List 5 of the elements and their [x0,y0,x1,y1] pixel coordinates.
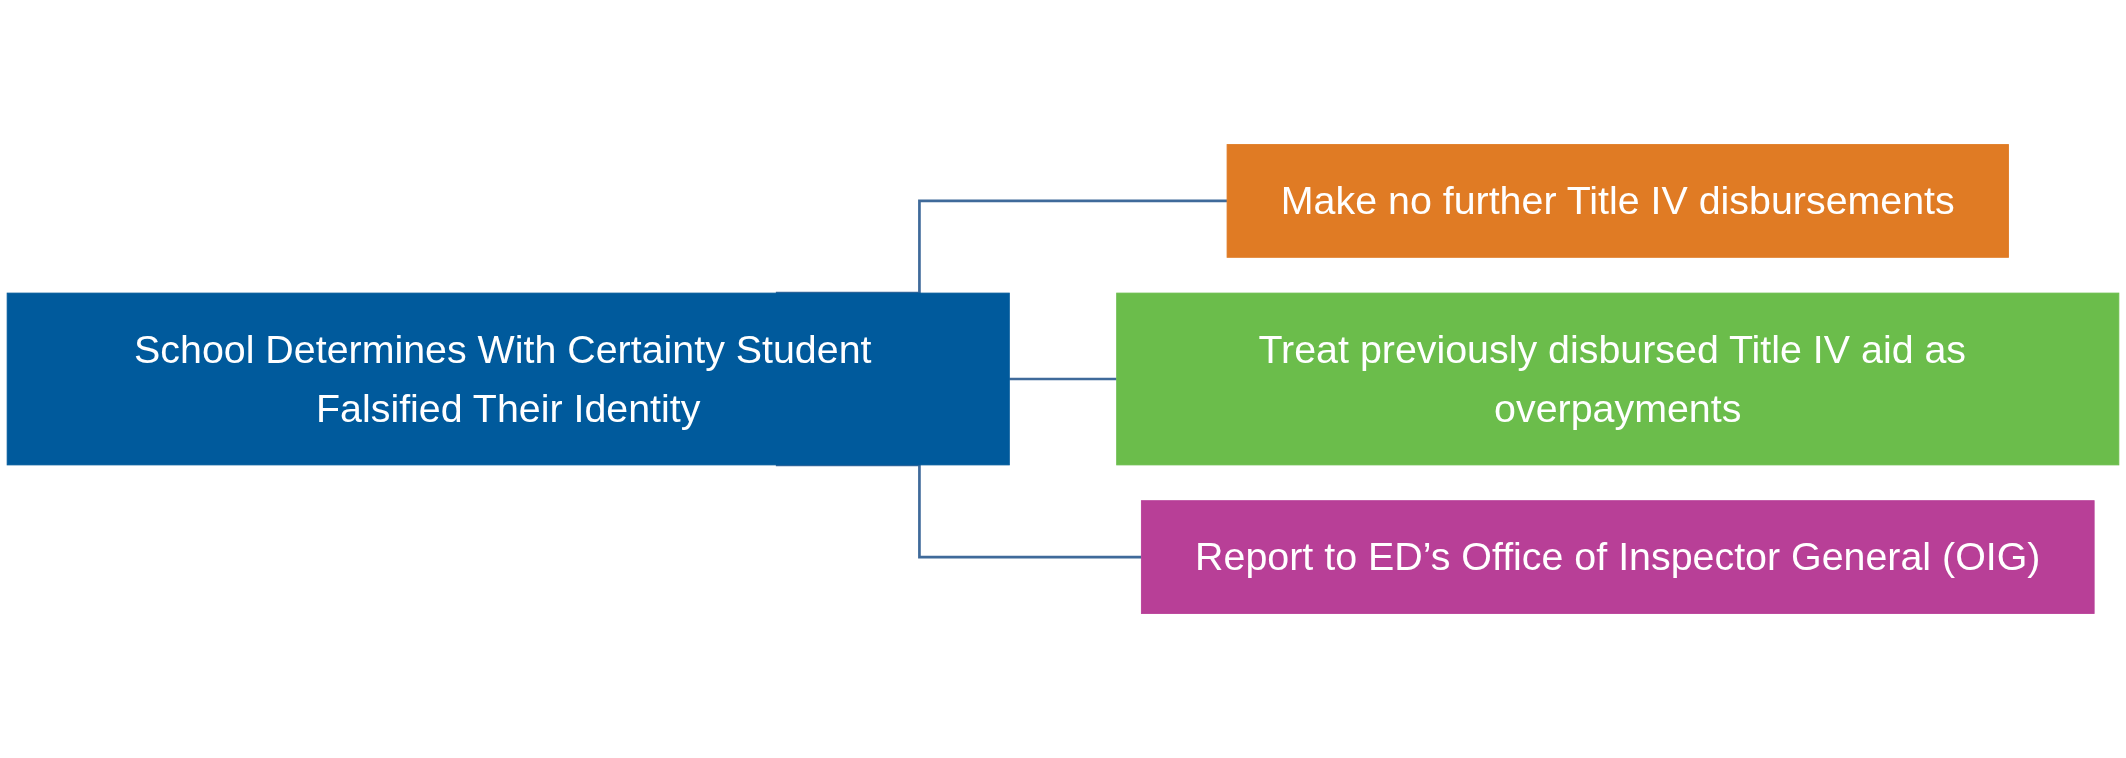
node-box: Report to ED’s Office of Inspector General (OIG) [1140,500,2095,614]
connector [1009,377,1117,381]
node-box: School Determines With Certainty Student Falsified Their Identity [6,292,1010,466]
node-box: Treat previously disbursed Title IV aid as overpayments [1116,292,2120,466]
node-box: Make no further Title IV disbursements [1226,144,2009,258]
